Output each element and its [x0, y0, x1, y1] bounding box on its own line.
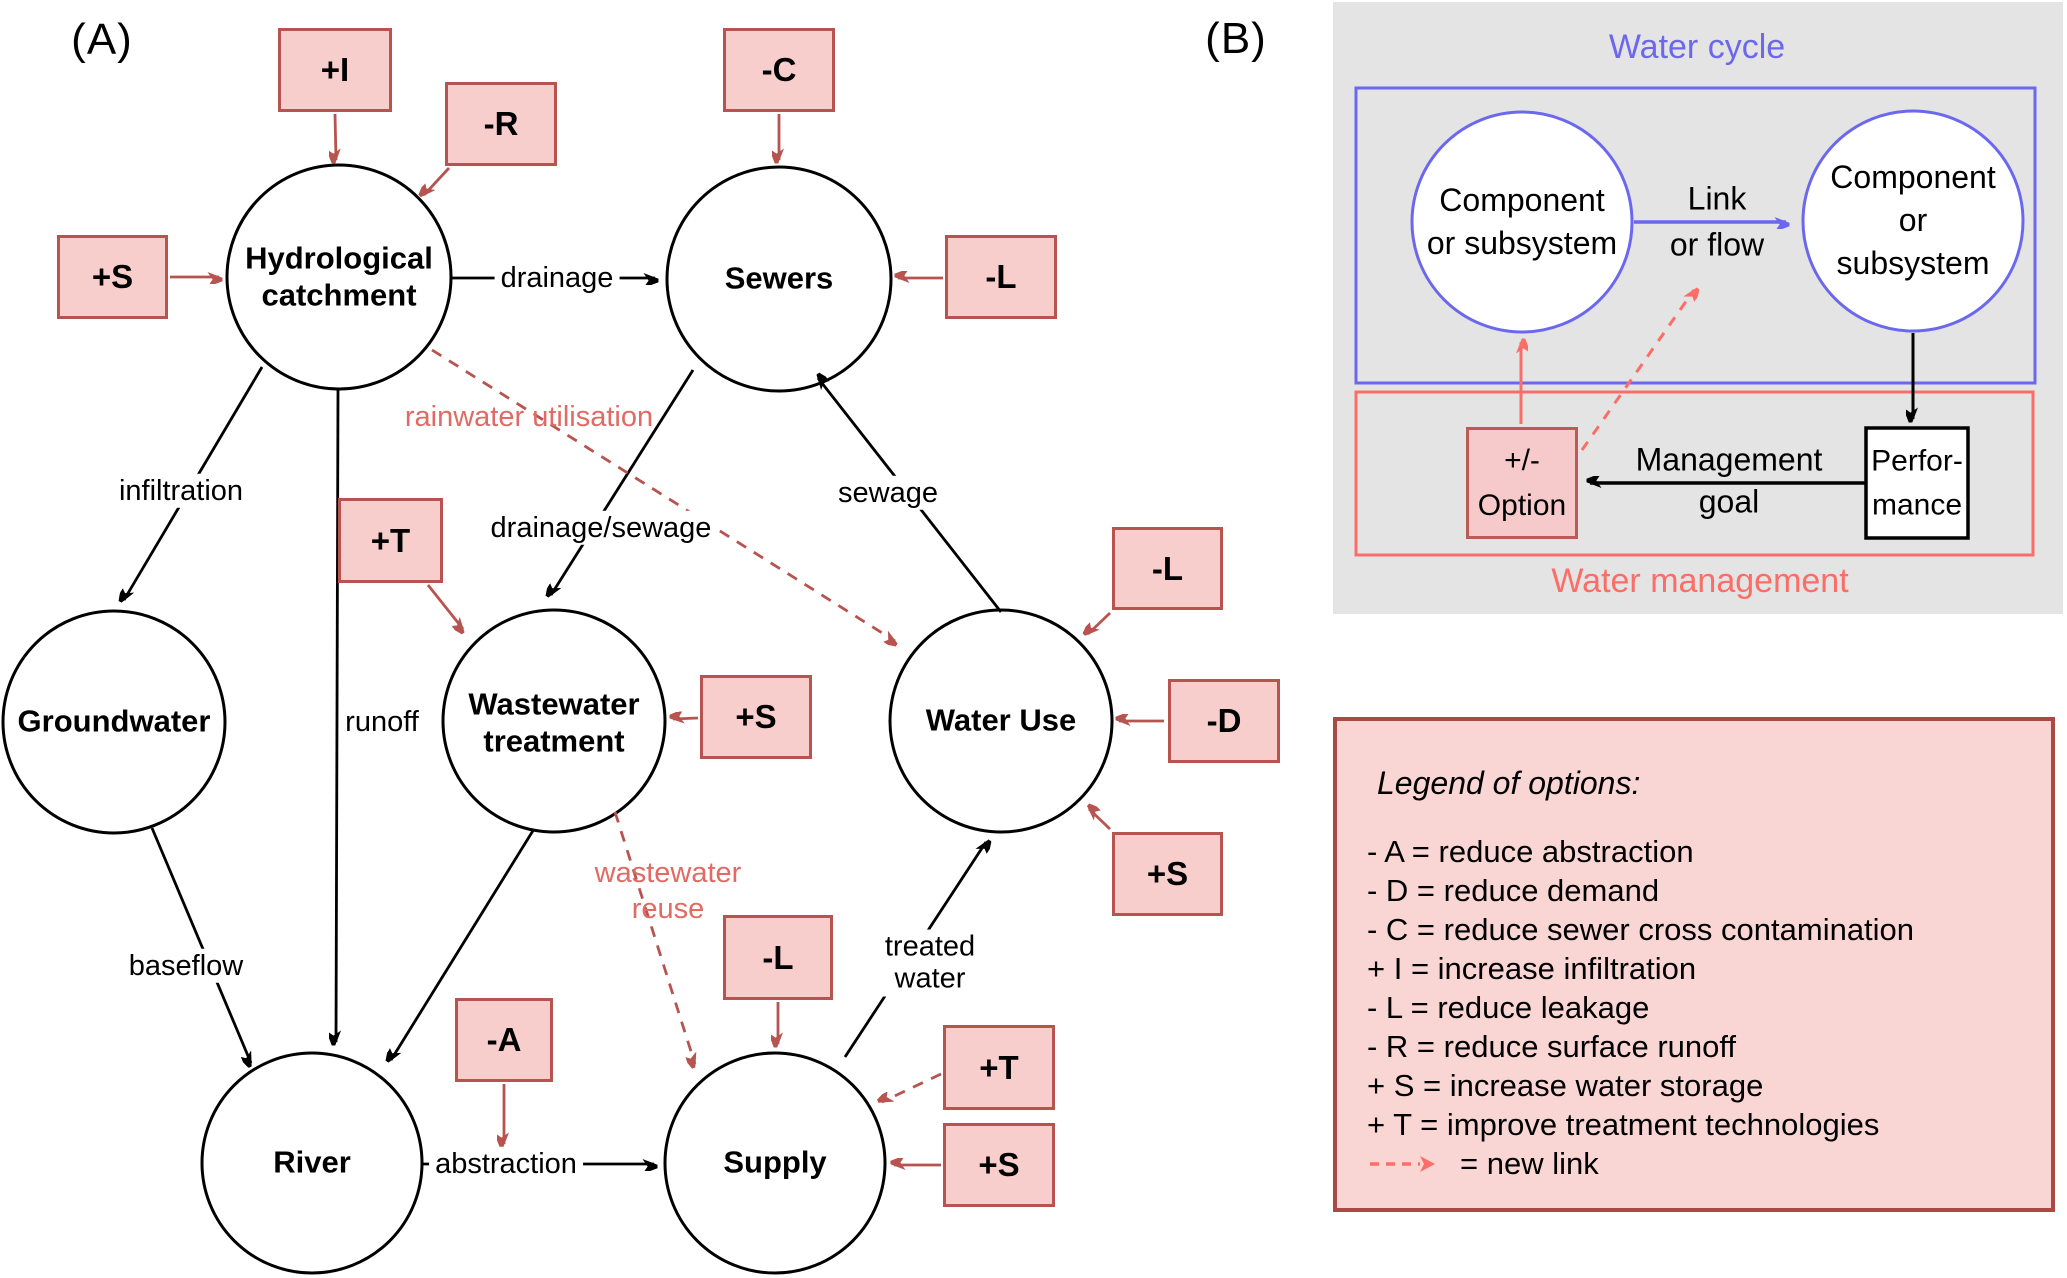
option-box-treatment-supply: +T: [943, 1025, 1055, 1110]
water-management-title: Water management: [1551, 561, 1849, 600]
legend-item: + S = increase water storage: [1367, 1068, 1764, 1103]
node-groundwater: [1, 609, 227, 835]
component-circle-right: [1801, 109, 2025, 333]
option-box-reduce-leakage-wateruse: -L: [1112, 527, 1223, 610]
new-link-dashed-arrow-icon: [1370, 1155, 1435, 1172]
component-label-left: Component or subsystem: [1426, 181, 1618, 261]
flow-label-abstraction: abstraction: [429, 1146, 583, 1182]
legend-items: - A = reduce abstraction - D = reduce de…: [1367, 832, 2051, 1183]
flow-label-drainage-sewage: drainage/sewage: [484, 510, 718, 546]
option-label: +I: [320, 51, 350, 88]
option-label: +S: [91, 258, 134, 295]
flow-label-infiltration: infiltration: [112, 473, 250, 509]
panel-b-label: (B): [1205, 14, 1267, 64]
flow-baseflow: [150, 827, 253, 1063]
newlink-label-wastewater-reuse: wastewater reuse: [594, 856, 742, 925]
plus-minus-option-box: +/- Option: [1466, 427, 1578, 539]
option-box-reduce-abstraction: -A: [455, 998, 553, 1082]
legend-item-new-link: = new link: [1367, 1144, 2051, 1183]
arrow-option-s-wateruse: [1089, 809, 1111, 831]
performance-label: Perfor- mance: [1871, 444, 1963, 522]
water-management-frame: [1354, 390, 2035, 557]
option-label: +S: [735, 698, 777, 735]
newlink-option-t-supply: [882, 1072, 942, 1104]
option-box-increase-infiltration: +I: [278, 28, 392, 112]
legend-item: + T = improve treatment technologies: [1367, 1107, 1880, 1142]
flow-label-runoff: runoff: [345, 705, 419, 738]
flow-drainage-sewage: [551, 369, 695, 595]
link-or-flow-label: Link or flow: [1669, 180, 1765, 263]
option-label: +S: [978, 1146, 1020, 1183]
node-label-river: River: [273, 1144, 351, 1180]
legend-title: Legend of options:: [1377, 765, 1641, 801]
option-box-reduce-leakage-sewers: -L: [945, 235, 1057, 319]
flow-label-baseflow: baseflow: [122, 948, 250, 984]
node-wastewater-treatment: [441, 608, 667, 834]
arrow-option-t-wwt: [426, 584, 463, 629]
option-box-reduce-leakage-supply: -L: [723, 915, 833, 1000]
component-label-right: Component or subsystem: [1830, 159, 1996, 282]
option-label: -C: [761, 51, 797, 88]
option-label: -R: [483, 105, 519, 142]
option-label: -L: [1151, 549, 1184, 587]
arrow-option-l-wateruse: [1088, 611, 1111, 634]
newlink-label-rainwater-utilisation: rainwater utilisation: [404, 400, 654, 433]
option-arrows: [170, 113, 1164, 1165]
node-label-supply: Supply: [723, 1144, 827, 1180]
option-label: -L: [985, 258, 1017, 295]
component-circle-left: [1410, 110, 1634, 334]
flow-arrows: [124, 278, 1003, 1164]
node-label-water-use: Water Use: [925, 702, 1077, 738]
node-label-wastewater-treatment: Wastewater treatment: [468, 686, 640, 758]
option-box-reduce-runoff: -R: [445, 82, 557, 166]
flow-label-drainage: drainage: [494, 260, 620, 296]
newlink-rainwater-utilisation: [431, 348, 895, 641]
option-box-storage-supply: +S: [943, 1123, 1055, 1207]
option-box-storage-wwt: +S: [700, 675, 812, 759]
flow-label-treated-water: treated water: [878, 929, 982, 997]
node-sewers: [665, 165, 893, 393]
water-cycle-title: Water cycle: [1608, 27, 1786, 66]
flow-runoff: [336, 389, 338, 1042]
management-goal-label: Management goal: [1635, 441, 1823, 519]
option-box-treatment-wwt: +T: [338, 498, 443, 583]
node-label-hydrological-catchment: Hydrological catchment: [245, 240, 433, 312]
node-label-sewers: Sewers: [724, 260, 834, 296]
flow-label-sewage: sewage: [832, 475, 944, 511]
legend-of-options: Legend of options: - A = reduce abstract…: [1333, 717, 2055, 1212]
legend-item: - A = reduce abstraction: [1367, 834, 1694, 869]
legend-item: - R = reduce surface runoff: [1367, 1029, 1737, 1064]
legend-item: - L = reduce leakage: [1367, 990, 1650, 1025]
flow-wwt-to-river: [391, 828, 536, 1060]
arrow-option-r: [424, 167, 451, 195]
arrow-option-s-wwt: [673, 718, 699, 719]
option-to-link-dashed-arrow: [1580, 290, 1694, 451]
legend-item: + I = increase infiltration: [1367, 951, 1697, 986]
newlink-wastewater-reuse: [613, 811, 697, 1064]
option-box-reduce-demand: -D: [1168, 679, 1280, 763]
option-label: -D: [1206, 702, 1242, 739]
new-link-arrows: [431, 348, 942, 1104]
option-label: -A: [486, 1021, 522, 1058]
legend-item: - C = reduce sewer cross contamination: [1367, 912, 1915, 947]
new-link-label: = new link: [1460, 1146, 1599, 1181]
node-label-groundwater: Groundwater: [17, 703, 211, 739]
panel-a-label: (A): [71, 15, 133, 65]
option-box-storage-catchment: +S: [57, 235, 168, 319]
option-label: +T: [979, 1048, 1019, 1086]
option-box-reduce-cross-contamination: -C: [723, 28, 835, 112]
plus-minus-option-label: +/- Option: [1477, 444, 1567, 522]
option-box-storage-wateruse: +S: [1112, 832, 1223, 916]
option-label: -L: [762, 938, 794, 976]
water-cycle-frame: [1354, 86, 2037, 385]
legend-item: - D = reduce demand: [1367, 873, 1660, 908]
arrow-option-i: [335, 113, 336, 160]
performance-box: [1864, 426, 1970, 540]
option-label: +S: [1146, 855, 1189, 892]
panel-b-circles: [1410, 109, 2025, 334]
node-supply: [663, 1051, 887, 1275]
option-label: +T: [370, 521, 411, 559]
